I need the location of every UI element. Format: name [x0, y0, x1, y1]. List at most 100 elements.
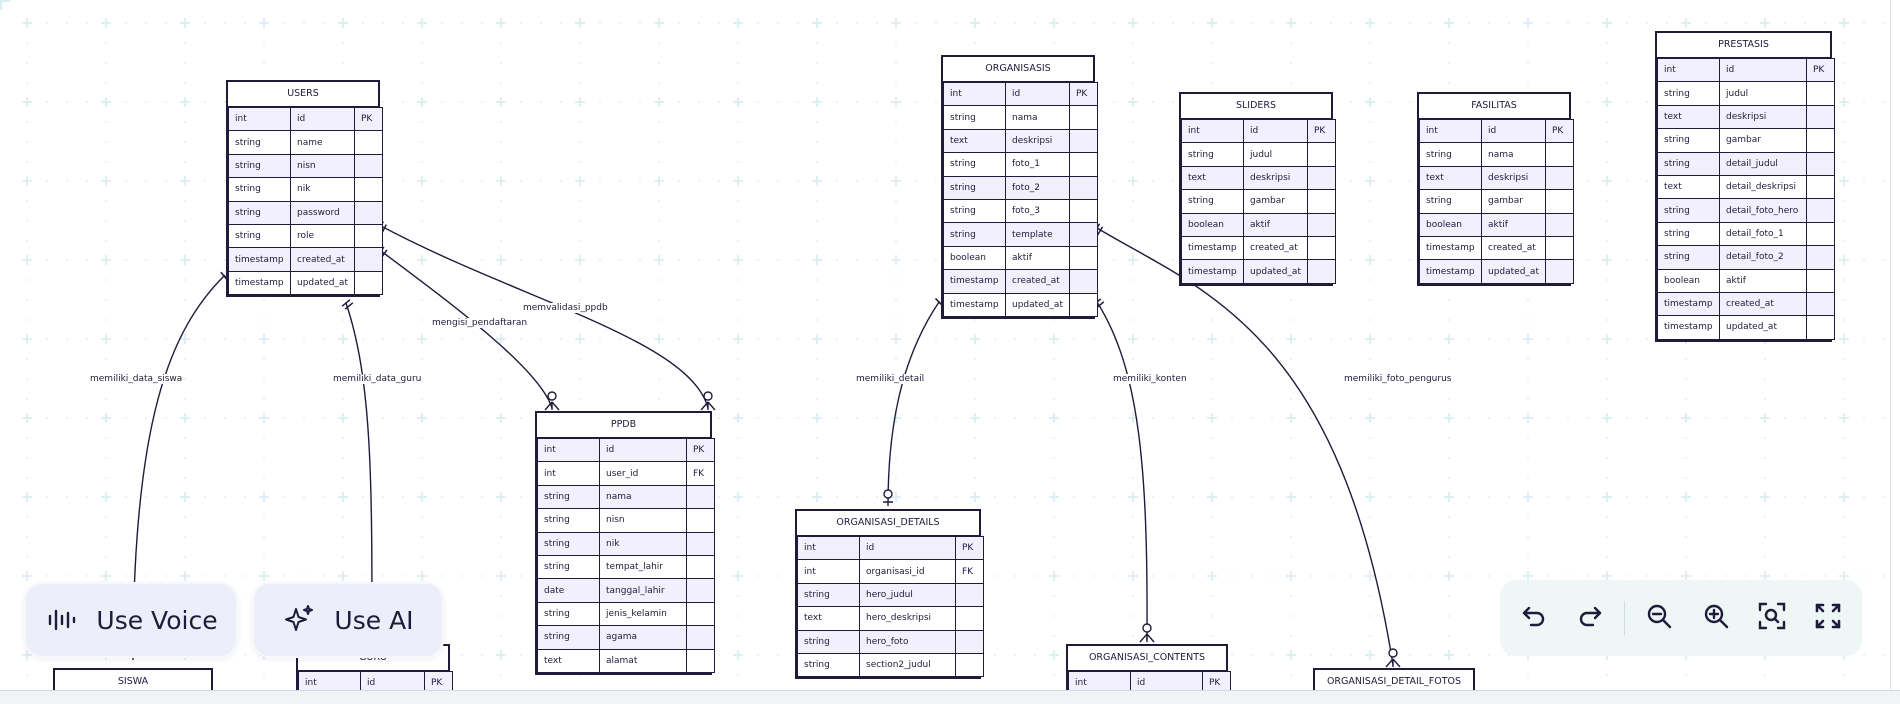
grid-dot [1725, 22, 1727, 24]
entity-title: USERS [228, 82, 378, 107]
use-ai-button[interactable]: Use AI [252, 582, 444, 658]
relationship-label[interactable]: memiliki_foto_pengurus [1342, 374, 1454, 384]
grid-dot [1626, 259, 1628, 261]
entity-siswa[interactable]: SISWA [53, 668, 213, 690]
grid-dot [105, 457, 107, 459]
fullscreen-button[interactable] [1806, 596, 1850, 640]
canvas-scrollbar[interactable] [0, 690, 1900, 704]
relationship-label[interactable]: mengisi_pendaftaran [430, 318, 530, 328]
relationship-label[interactable]: memiliki_data_guru [331, 374, 424, 384]
grid-dot [145, 338, 147, 340]
grid-dot [816, 358, 818, 360]
undo-button[interactable] [1512, 596, 1556, 640]
grid-dot [1271, 654, 1273, 656]
redo-button[interactable] [1568, 596, 1612, 640]
zoom-out-button[interactable] [1637, 596, 1681, 640]
attribute-type: int [1068, 670, 1131, 690]
grid-dot [1764, 556, 1766, 558]
use-voice-button[interactable]: Use Voice [24, 582, 238, 658]
zoom-in-button[interactable] [1694, 596, 1738, 640]
relationship-label[interactable]: memiliki_konten [1111, 374, 1189, 384]
zoom-fit-button[interactable] [1750, 596, 1794, 640]
grid-dot [658, 82, 660, 84]
relationship-label[interactable]: memiliki_detail [854, 374, 927, 384]
entity-organisasi-detail-fotos[interactable]: ORGANISASI_DETAIL_FOTOS [1313, 668, 1475, 690]
relationship-label[interactable]: memvalidasi_ppdb [521, 303, 610, 313]
cardinality-one-marker [341, 299, 351, 307]
relationship-label[interactable]: memiliki_data_siswa [88, 374, 185, 384]
